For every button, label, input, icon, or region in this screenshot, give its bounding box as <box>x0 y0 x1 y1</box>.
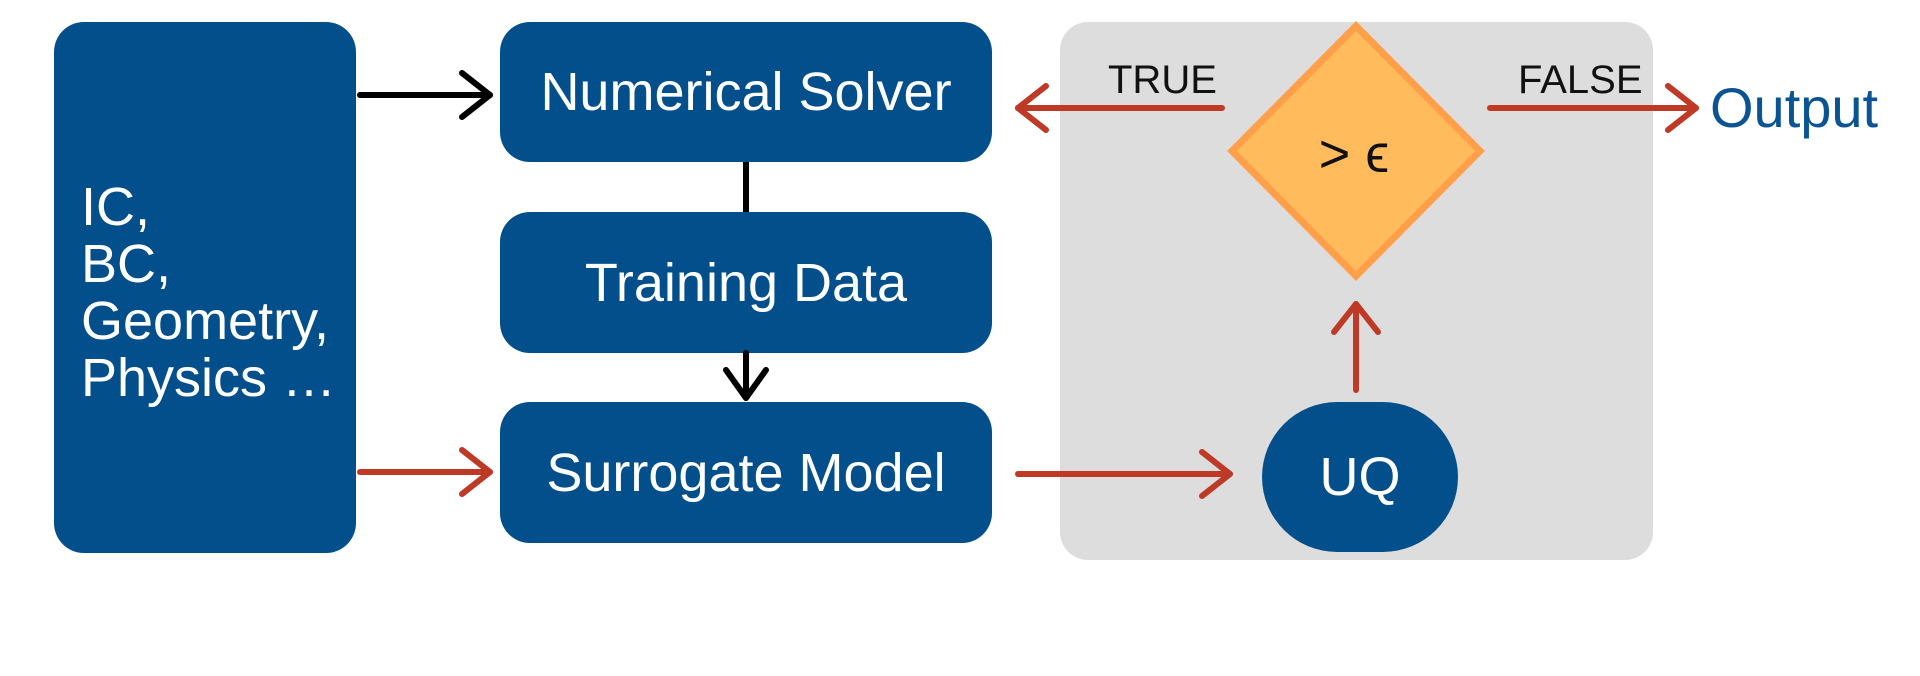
decision-label: > ϵ <box>1318 124 1390 184</box>
arrow-true-to-solver <box>1015 83 1225 133</box>
false-label: FALSE <box>1518 58 1643 102</box>
output-label: Output <box>1710 76 1879 139</box>
surrogate-model-label: Surrogate Model <box>546 442 946 503</box>
input-bc: BC, <box>81 233 172 294</box>
input-physics: Physics … <box>81 347 337 408</box>
training-data-label: Training Data <box>584 252 908 313</box>
input-geometry: Geometry, <box>81 290 330 351</box>
surrogate-model-box: Surrogate Model <box>500 402 992 543</box>
numerical-solver-box: Numerical Solver <box>500 22 992 162</box>
inputs-box: IC, BC, Geometry, Physics … <box>54 22 356 553</box>
arrow-uq-to-decision <box>1331 301 1381 393</box>
arrow-false-to-output <box>1487 83 1699 133</box>
input-ic: IC, <box>81 176 151 237</box>
training-data-box: Training Data <box>500 212 992 353</box>
uq-label: UQ <box>1319 447 1401 507</box>
uq-node: UQ <box>1262 402 1458 552</box>
true-label: TRUE <box>1108 58 1217 102</box>
arrow-inputs-to-surrogate <box>357 447 493 497</box>
arrow-surrogate-to-uq <box>1015 449 1233 499</box>
numerical-solver-label: Numerical Solver <box>540 62 952 122</box>
inputs-text: IC, BC, Geometry, Physics … <box>81 176 337 408</box>
arrow-inputs-to-solver <box>357 70 493 120</box>
arrow-training-to-surrogate <box>723 350 769 401</box>
decision-diamond <box>1227 21 1485 281</box>
